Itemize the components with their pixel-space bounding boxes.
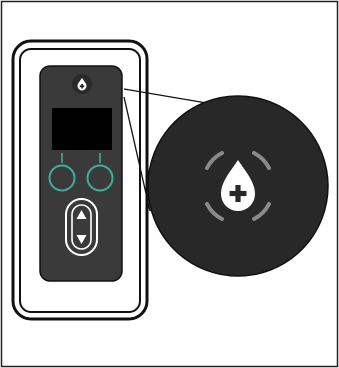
scroll-button[interactable] [66, 199, 97, 255]
magnified-drop-button [148, 96, 328, 276]
device-screen [52, 108, 112, 150]
top-drop-button[interactable] [72, 74, 92, 94]
